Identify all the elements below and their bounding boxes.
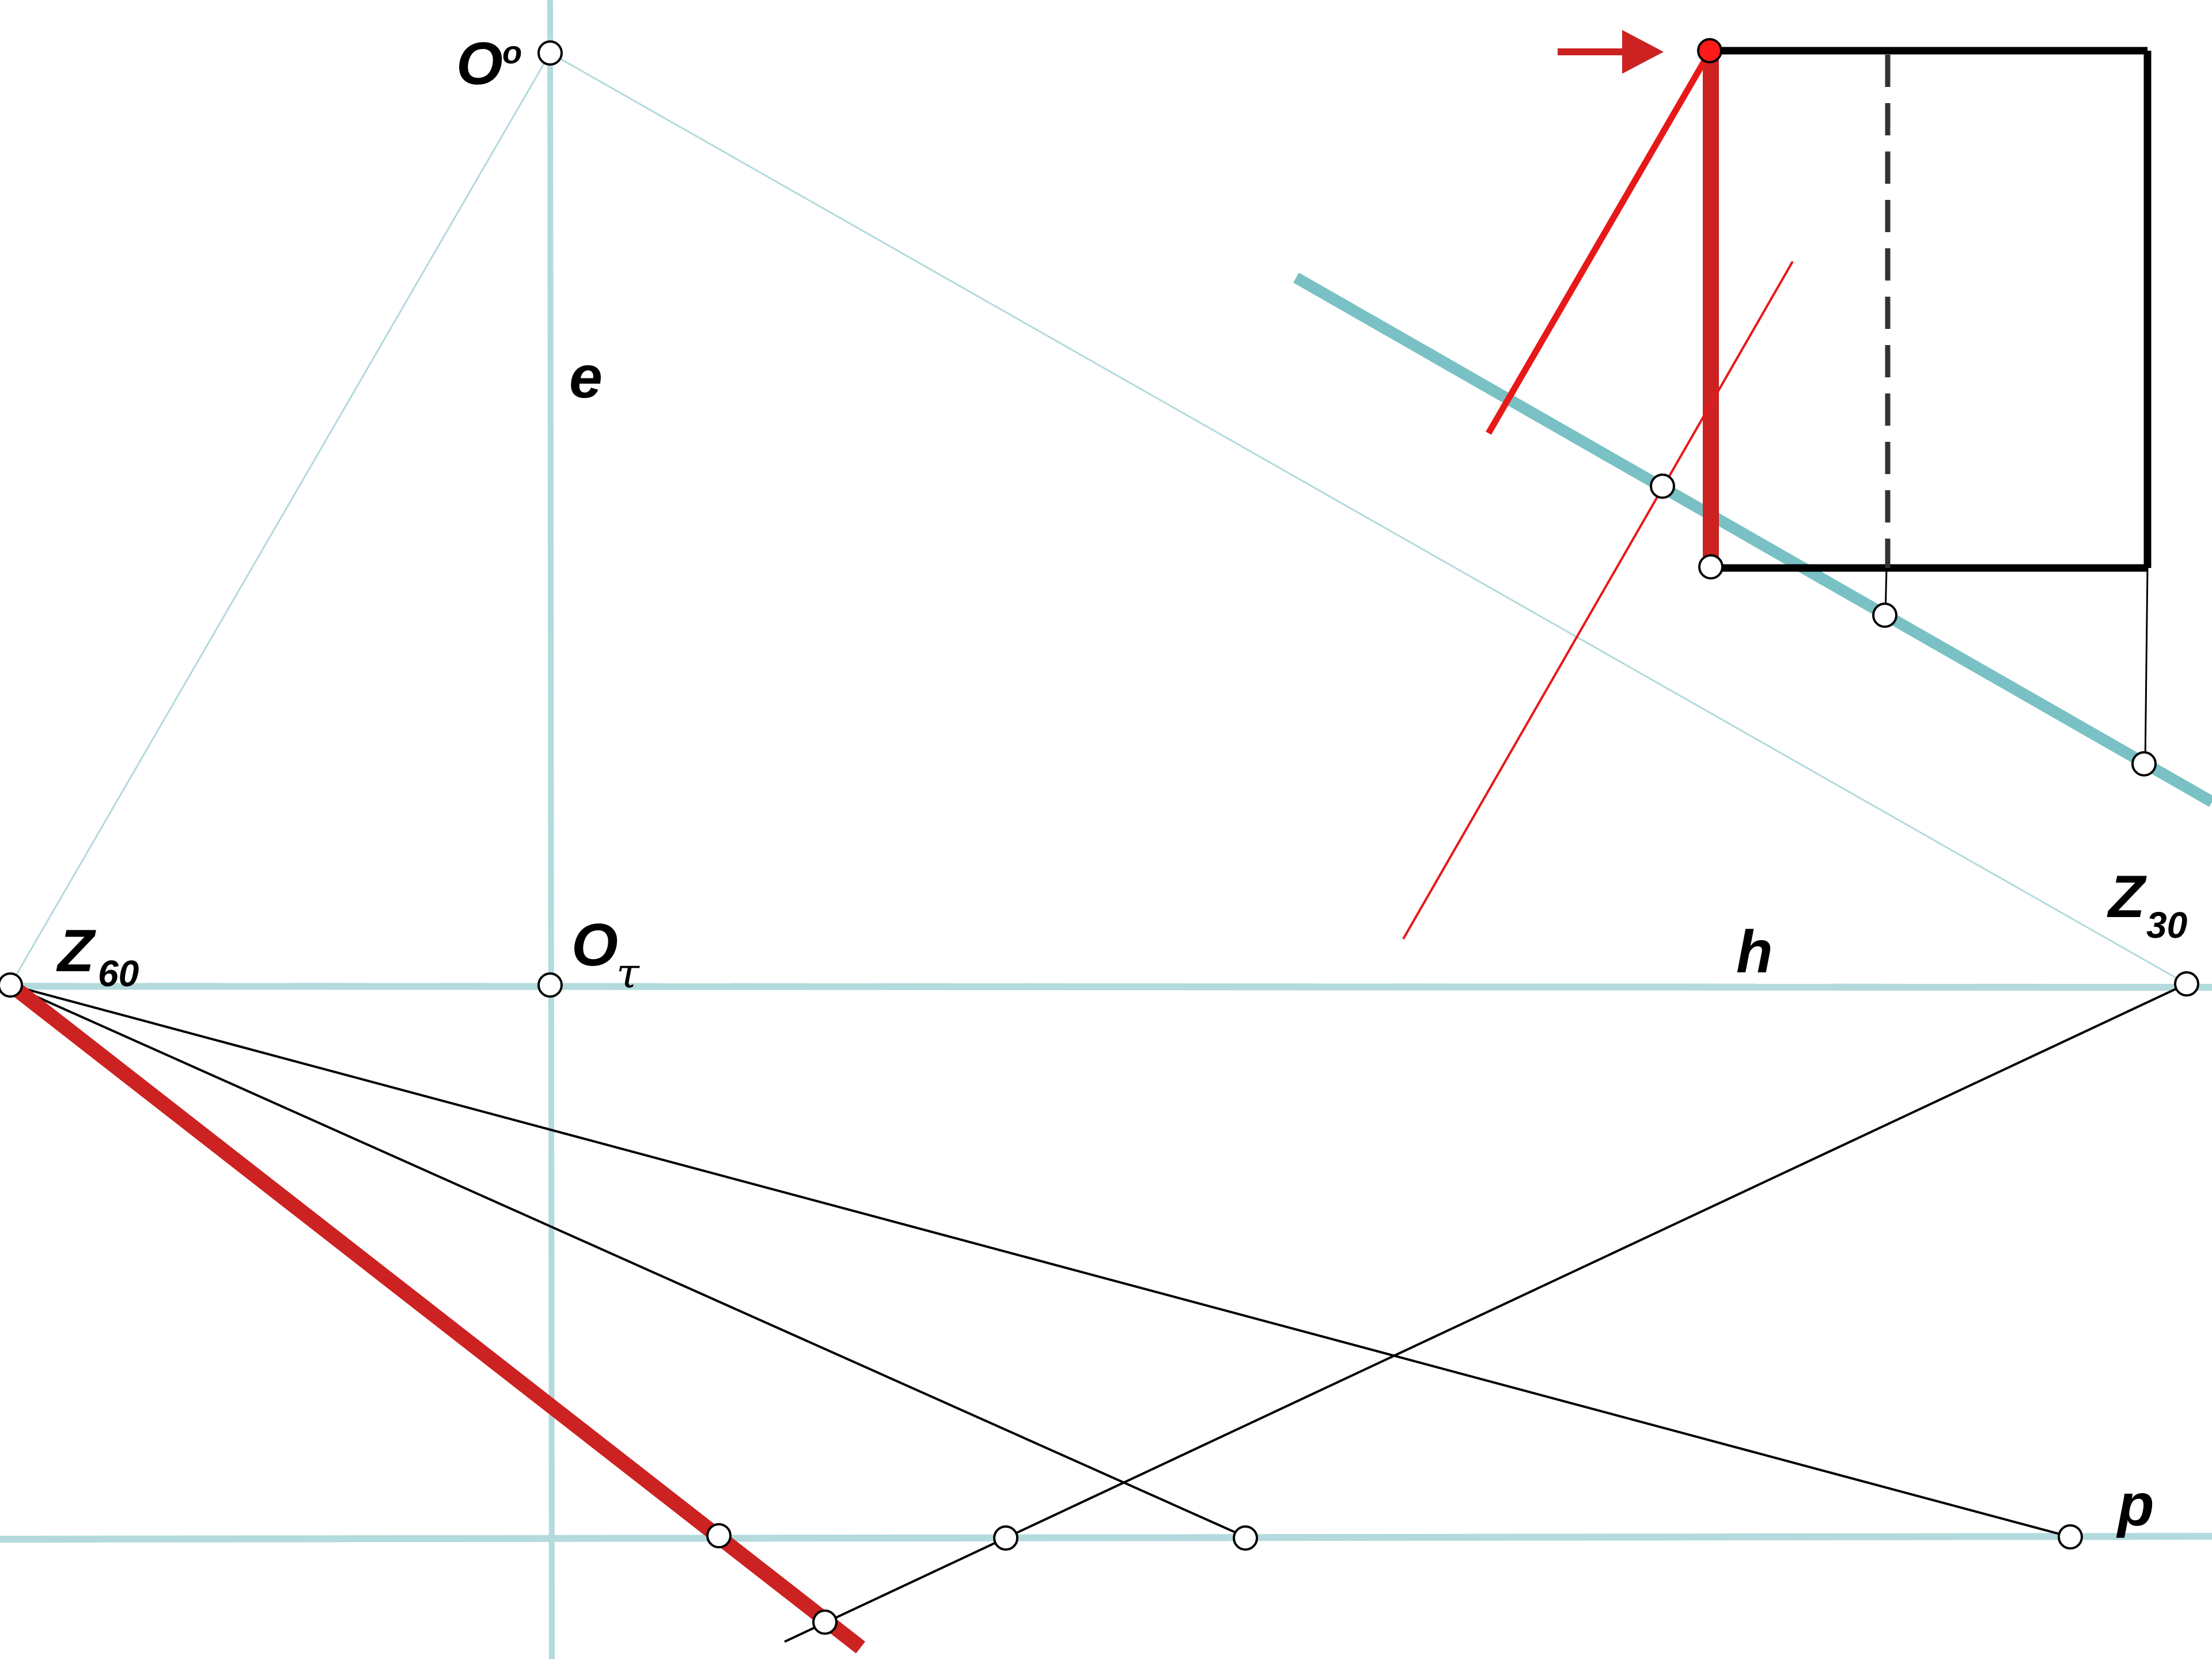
point-z60 (0, 972, 23, 998)
vertical-axis-e (547, 0, 555, 1659)
point-plan-right-foot (2131, 751, 2157, 777)
point-bottom-intersect (812, 1609, 838, 1635)
point-z30 (2174, 971, 2199, 997)
horizon-line-h (0, 983, 2212, 991)
point-p-3 (1233, 1525, 1258, 1551)
ray-z60-to-p1 (10, 984, 1246, 1538)
label-z60: Z (56, 918, 96, 984)
label-o-zero: O (456, 31, 503, 97)
perspective-edge-red (3, 976, 865, 1654)
label-h: h (1736, 919, 1773, 986)
picture-line-p (0, 1533, 2212, 1543)
ray-o-to-z30 (550, 52, 2187, 985)
label-z30: Z (2107, 863, 2147, 930)
plan-ray-red (1486, 50, 1713, 435)
point-plan-dashed-foot (1872, 603, 1897, 628)
label-o-tau: O (571, 912, 618, 979)
point-o-zero (537, 40, 563, 66)
ray-z30-down (784, 983, 2187, 1643)
point-p-red (706, 1523, 732, 1548)
ray-o-to-z60 (9, 52, 551, 986)
ray-z60-to-p2 (10, 984, 2071, 1538)
point-plan-bottom-left (1698, 554, 1724, 579)
point-p-4 (2058, 1524, 2083, 1550)
label-o-zero-sup: o (502, 34, 522, 70)
plan-ray-red-thin (1402, 261, 1794, 940)
plan-projector-right (2144, 567, 2149, 764)
plan-ground-line (1293, 272, 2212, 807)
label-p: p (2116, 1472, 2154, 1539)
point-plan-corner-red (1697, 38, 1722, 63)
point-o-tau (537, 972, 563, 998)
arrow-head (1622, 30, 1664, 74)
label-e: e (569, 344, 603, 411)
point-p-2 (993, 1525, 1018, 1551)
point-plan-intersect (1650, 474, 1675, 499)
label-z60-sub: 60 (98, 953, 139, 994)
label-o-tau-sub: τ (616, 949, 640, 997)
label-z30-sub: 30 (2146, 904, 2187, 946)
